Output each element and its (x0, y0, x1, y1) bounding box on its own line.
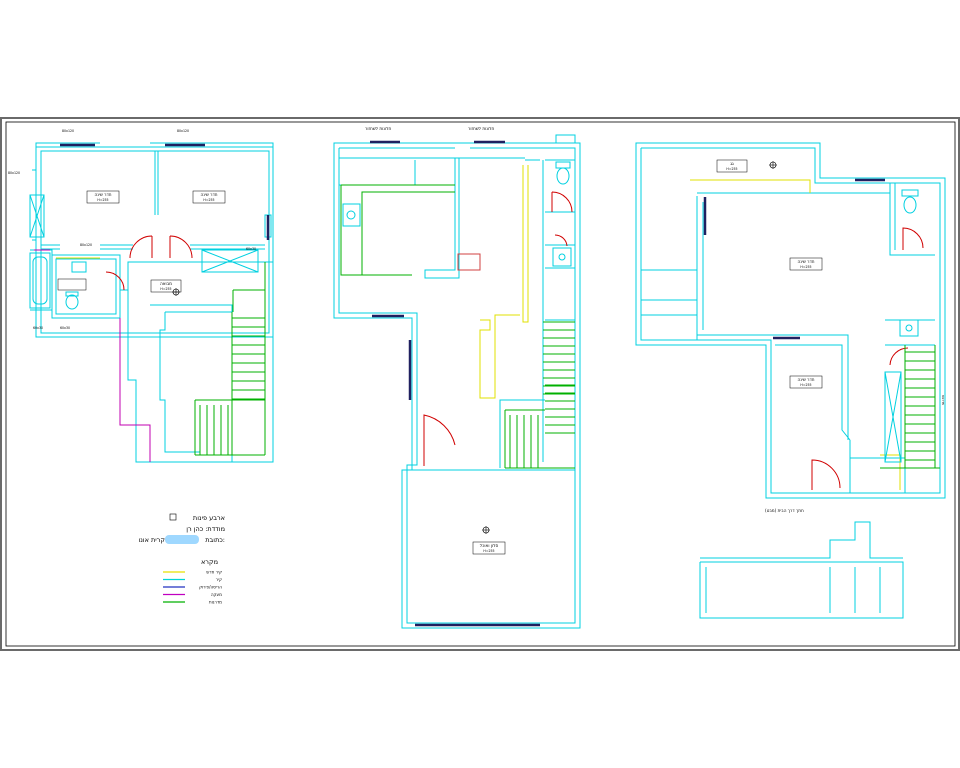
legend-item-label: מדרגות (209, 600, 222, 605)
north-arrow-icon (482, 526, 490, 534)
right-side-label: מדרגות (941, 395, 945, 405)
section-label: חתך דרך הבית (מבט) (765, 508, 804, 513)
left-window-tags: 80x120 80x120 80x120 80x120 60x30 60x30 … (8, 129, 256, 330)
middle-room-labels: חלונות לשחזור חלונות לשחזור סלון ואוכל H… (365, 126, 506, 555)
left-room-2-label: חדר שינה (200, 192, 217, 197)
north-arrow-icon (769, 161, 777, 169)
top-label-2: חלונות לשחזור (468, 126, 494, 131)
north-symbol-icon (169, 513, 177, 521)
right-room-3-label: חדר שינה (797, 377, 814, 382)
sheet-inner-border (5, 121, 956, 647)
legend-item-label: הריסה/פירוק (199, 585, 222, 590)
legend-item-label: קיר (216, 577, 222, 582)
window-tag: 80x120 (8, 171, 20, 175)
left-room-1-label: חדר שינה (94, 192, 111, 197)
left-room-3-label: מבואה (160, 281, 172, 286)
right-room-2-label: חדר שינה (797, 259, 814, 264)
right-room-3-height: H=255 (800, 383, 811, 387)
address-prefix: כתובת: (205, 536, 225, 544)
window-tag: 60x30 (246, 247, 256, 251)
middle-room-1-label: סלון ואוכל (480, 543, 499, 548)
window-tag: 60x30 (60, 326, 70, 330)
sheet-border (0, 117, 960, 651)
left-room-labels: חדר שינה H=255 חדר שינה H=255 מבואה H=25… (57, 190, 226, 293)
project-title: ארבע פינות (193, 514, 225, 522)
right-room-1-height: H=255 (726, 167, 737, 171)
window-tag: 60x30 (33, 326, 43, 330)
floor-plan-upper (29, 142, 274, 463)
legend-item-label: מעקה (211, 592, 222, 597)
left-room-1-height: H=255 (97, 198, 108, 202)
window-tag: 80x120 (80, 243, 92, 247)
floor-plan-roof (635, 142, 946, 619)
north-arrow-icon (172, 288, 180, 296)
left-room-3-height: H=255 (160, 287, 171, 291)
address-value: קרית אונו (138, 536, 165, 544)
middle-room-1-height: H=255 (483, 549, 494, 553)
legend-title: מקרא (201, 558, 218, 566)
surveyor-line: מודדת: כהן רן (186, 525, 225, 533)
right-room-1-label: גג (730, 161, 734, 166)
left-room-2-height: H=255 (203, 198, 214, 202)
window-tag: 80x120 (177, 129, 189, 133)
top-label-1: חלונות לשחזור (365, 126, 391, 131)
legend-block: ארבע פינות מודדת: כהן רן כתובת: קרית אונ… (138, 513, 225, 605)
legend-item-label: קיר חדש (206, 570, 222, 575)
floor-plan-ground (333, 134, 581, 629)
right-room-2-height: H=255 (800, 265, 811, 269)
address-highlight (165, 535, 199, 544)
right-room-labels: גג H=255 חדר שינה H=255 חדר שינה H=255 מ… (716, 159, 945, 513)
window-tag: 80x120 (62, 129, 74, 133)
